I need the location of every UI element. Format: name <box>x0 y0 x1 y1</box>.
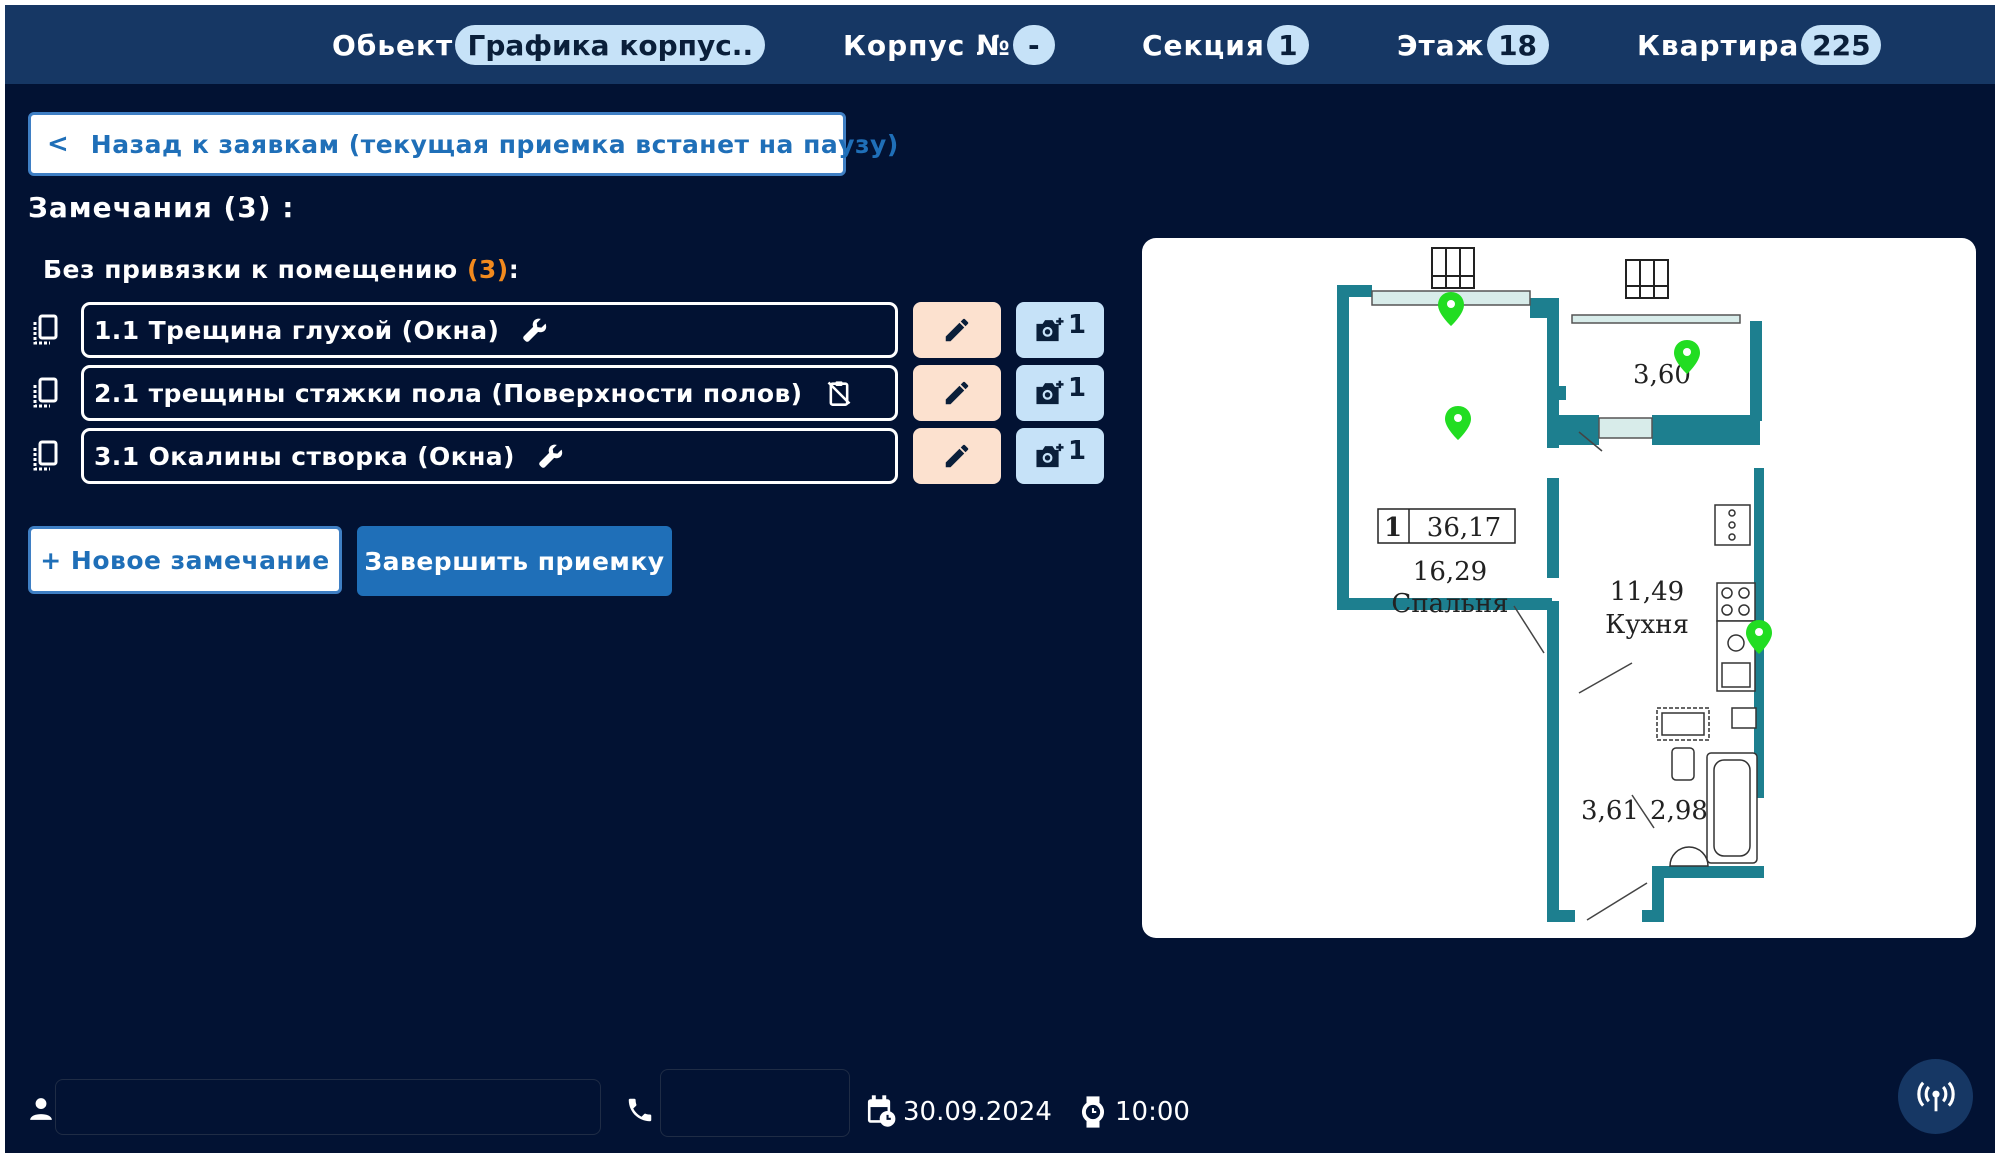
photo-count: 1 <box>1067 373 1087 403</box>
camera-plus-icon <box>1036 443 1064 468</box>
remark-item[interactable]: 1.1 Трещина глухой (Окна) <box>81 302 898 358</box>
calendar-clock-icon <box>867 1095 896 1127</box>
app-window: Обьект Графика корпус.. Корпус № - Секци… <box>5 5 1995 1153</box>
remark-text: 3.1 Окалины створка (Окна) <box>94 441 515 471</box>
apartment-rooms-label: 1 <box>1384 513 1402 543</box>
floor-value-pill[interactable]: 18 <box>1486 25 1549 65</box>
bathroom-area-label: 2,98 <box>1650 796 1708 826</box>
add-photo-button[interactable]: 1 <box>1016 302 1104 358</box>
building-value-pill[interactable]: - <box>1012 25 1055 65</box>
wrench-icon <box>539 444 563 468</box>
kitchen-name-label: Кухня <box>1605 610 1689 640</box>
map-marker-icon[interactable] <box>1746 620 1772 654</box>
header-building: Корпус № - <box>843 23 1055 67</box>
time-text: 10:00 <box>1115 1097 1190 1127</box>
bedroom-name-label: Спальня <box>1391 589 1508 619</box>
pencil-icon <box>945 318 969 342</box>
user-icon <box>30 1098 52 1120</box>
remark-item[interactable]: 3.1 Окалины створка (Окна) <box>81 428 898 484</box>
plan-kitchen-appliances <box>1714 504 1756 692</box>
apartment-label: Квартира <box>1637 28 1800 62</box>
object-value-pill[interactable]: Графика корпус.. <box>455 25 766 65</box>
add-photo-button[interactable]: 1 <box>1016 428 1104 484</box>
back-button-label: Назад к заявкам (текущая приемка встанет… <box>90 129 899 159</box>
phone-field[interactable] <box>660 1069 850 1137</box>
section-value-pill[interactable]: 1 <box>1266 25 1309 65</box>
photo-count: 1 <box>1067 436 1087 466</box>
header-apartment: Квартира 225 <box>1637 23 1882 67</box>
photo-count: 1 <box>1067 310 1087 340</box>
hall-area-label: 3,61 <box>1581 796 1639 826</box>
wrench-icon <box>523 318 547 342</box>
clipboard-off-icon <box>827 381 850 406</box>
group-label: Без привязки к помещению <box>43 255 458 284</box>
group-suffix: : <box>508 255 520 284</box>
broadcast-icon <box>1916 1081 1955 1111</box>
pencil-icon <box>945 381 969 405</box>
floor-plan-drawing: 1 36,17 16,29 Спальня 11,49 Кухня 3,60 3… <box>1337 247 1772 922</box>
remark-row: 2.1 трещины стяжки пола (Поверхности пол… <box>31 365 1111 421</box>
name-field[interactable] <box>55 1079 601 1135</box>
camera-plus-icon <box>1036 380 1064 405</box>
remark-text: 2.1 трещины стяжки пола (Поверхности пол… <box>94 378 803 408</box>
watch-icon <box>1081 1096 1105 1128</box>
total-area-label: 36,17 <box>1427 513 1501 543</box>
edit-button[interactable] <box>913 365 1001 421</box>
pencil-icon <box>945 444 969 468</box>
camera-plus-icon <box>1036 317 1064 342</box>
plan-markers <box>1438 292 1772 654</box>
back-to-requests-button[interactable]: < Назад к заявкам (текущая приемка встан… <box>28 112 898 176</box>
floor-label: Этаж <box>1397 28 1485 62</box>
kitchen-area-label: 11,49 <box>1610 577 1684 607</box>
remark-row: 3.1 Окалины створка (Окна) 1 <box>31 428 1111 484</box>
finish-acceptance-button[interactable]: Завершить приемку <box>357 526 672 596</box>
plan-bathroom-fixtures <box>1656 707 1758 867</box>
plan-area-labels: 1 36,17 16,29 Спальня 11,49 Кухня 3,60 3… <box>1377 360 1708 826</box>
floor-plan[interactable]: 1 36,17 16,29 Спальня 11,49 Кухня 3,60 3… <box>1142 238 1976 938</box>
header-object: Обьект Графика корпус.. <box>332 23 766 67</box>
group-title: Без привязки к помещению (3): <box>43 255 519 284</box>
copy-icon[interactable] <box>31 440 59 472</box>
plan-window-symbols <box>1431 247 1669 299</box>
date-text: 30.09.2024 <box>903 1097 1052 1127</box>
add-photo-button[interactable]: 1 <box>1016 365 1104 421</box>
remark-row: 1.1 Трещина глухой (Окна) 1 <box>31 302 1111 358</box>
header-section: Секция 1 <box>1142 23 1309 67</box>
section-label: Секция <box>1142 28 1265 62</box>
remark-text: 1.1 Трещина глухой (Окна) <box>94 315 500 345</box>
network-status-button[interactable] <box>1898 1059 1973 1134</box>
remark-item[interactable]: 2.1 трещины стяжки пола (Поверхности пол… <box>81 365 898 421</box>
phone-icon <box>628 1098 652 1122</box>
plan-doors <box>1513 431 1655 921</box>
edit-button[interactable] <box>913 428 1001 484</box>
group-count: (3) <box>466 255 509 284</box>
apartment-value-pill[interactable]: 225 <box>1801 25 1882 65</box>
header-bar: Обьект Графика корпус.. Корпус № - Секци… <box>5 5 1995 84</box>
object-label: Обьект <box>332 28 454 62</box>
map-marker-icon[interactable] <box>1445 406 1471 440</box>
map-marker-icon[interactable] <box>1438 292 1464 326</box>
bedroom-area-label: 16,29 <box>1413 557 1487 587</box>
map-marker-icon[interactable] <box>1674 340 1700 374</box>
building-label: Корпус № <box>843 28 1011 62</box>
chevron-left-icon: < <box>47 129 69 159</box>
copy-icon[interactable] <box>31 314 59 346</box>
remarks-title: Замечания (3) : <box>28 191 295 224</box>
new-remark-button[interactable]: + Новое замечание <box>28 526 342 594</box>
copy-icon[interactable] <box>31 377 59 409</box>
edit-button[interactable] <box>913 302 1001 358</box>
header-floor: Этаж 18 <box>1397 23 1549 67</box>
